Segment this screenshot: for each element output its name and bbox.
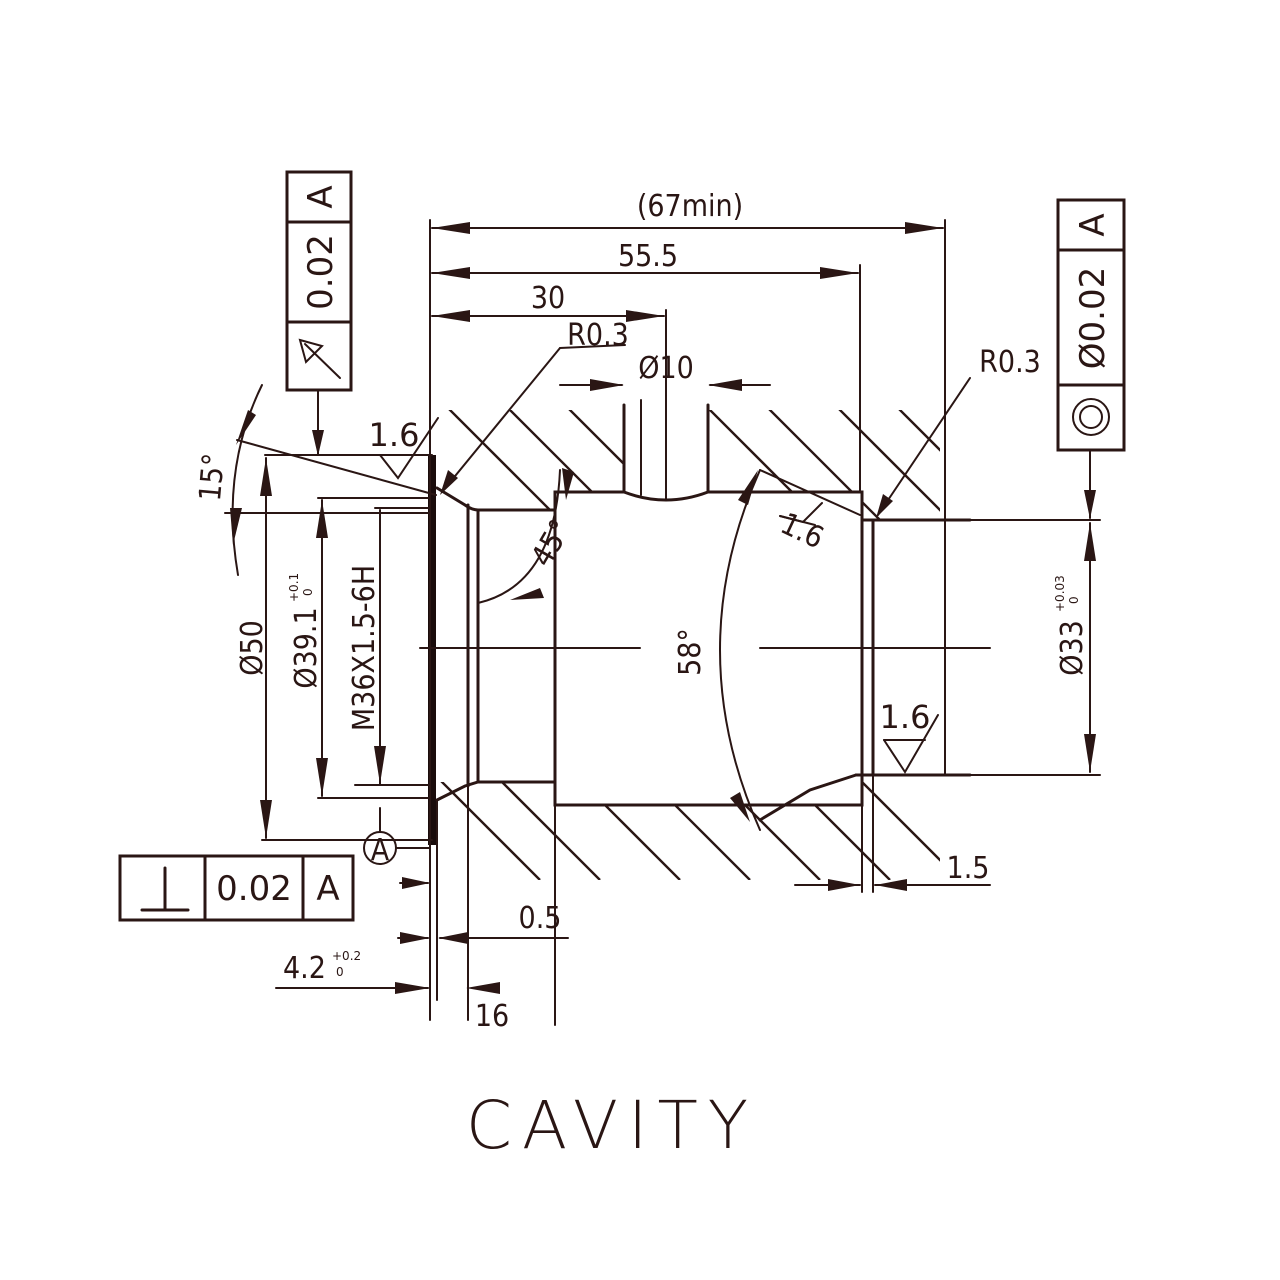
svg-text:0: 0 [1067, 596, 1081, 604]
svg-text:+0.1: +0.1 [287, 573, 301, 602]
concentricity-frame [1056, 198, 1126, 452]
dim-port-dia: Ø10 [638, 351, 694, 386]
right-dimensions [794, 449, 1101, 893]
dim-length-overall: (67min) [637, 189, 743, 224]
top-dimensions [429, 219, 971, 1021]
surface-finish-bottom-right-value: 1.6 [880, 698, 931, 736]
dim-radius-right: R0.3 [979, 345, 1041, 380]
dim-length-30: 30 [531, 281, 565, 316]
runout-arrow-icon [298, 338, 341, 379]
concentricity-tolerance: Ø0.02 [1073, 267, 1113, 369]
concentricity-icon [1072, 398, 1110, 436]
chamfer-angle [477, 468, 574, 604]
surface-finish-inner-value: 1.6 [775, 506, 829, 556]
surface-finish-top-left-value: 1.6 [369, 416, 420, 454]
dim-dia-39: Ø39.1 +0.1 0 [287, 573, 324, 689]
dim-thread: M36X1.5-6H [347, 565, 382, 731]
dim-angle-58: 58° [673, 628, 708, 676]
cavity-profile [419, 394, 991, 845]
dim-step-1-5: 1.5 [947, 851, 990, 886]
runout-datum: A [301, 185, 341, 208]
svg-text:Ø39.1: Ø39.1 [289, 607, 324, 688]
drawing-caption: CAVITY [466, 1087, 758, 1164]
datum-symbol: A [363, 807, 431, 868]
runout-tolerance: 0.02 [301, 234, 341, 310]
perpendicularity-icon [140, 866, 190, 912]
dim-depth-16: 16 [475, 999, 509, 1034]
dim-depth-4-2: 4.2 +0.2 0 [283, 949, 361, 986]
svg-text:Ø33: Ø33 [1055, 620, 1090, 676]
surface-finish-top-left [379, 417, 439, 480]
concentricity-datum: A [1073, 213, 1113, 236]
perpendicularity-tolerance: 0.02 [216, 869, 292, 909]
runout-frame [285, 170, 353, 392]
svg-text:+0.2: +0.2 [332, 949, 361, 963]
left-dimensions [224, 384, 437, 841]
dim-dia-50: Ø50 [235, 620, 270, 676]
dim-dia-33: Ø33 +0.03 0 [1053, 575, 1090, 676]
perpendicularity-datum: A [316, 869, 339, 909]
svg-text:+0.03: +0.03 [1053, 575, 1067, 612]
svg-text:0: 0 [301, 588, 315, 596]
bottom-dimensions [275, 785, 569, 1026]
datum-label: A [371, 833, 390, 868]
section-hatching [440, 410, 940, 880]
port-angle [719, 469, 861, 831]
surface-finish-bottom-right [883, 714, 939, 774]
svg-text:0: 0 [336, 965, 344, 979]
surface-finish-inner [779, 502, 823, 526]
dim-length-55: 55.5 [618, 239, 678, 274]
dim-radius-left: R0.3 [567, 318, 629, 353]
dim-gap-0-5: 0.5 [519, 901, 562, 936]
dim-chamfer-45: 45° [525, 514, 579, 573]
perpendicularity-frame [118, 854, 355, 922]
svg-text:4.2: 4.2 [283, 951, 326, 986]
dim-angle-15: 15° [193, 452, 232, 503]
